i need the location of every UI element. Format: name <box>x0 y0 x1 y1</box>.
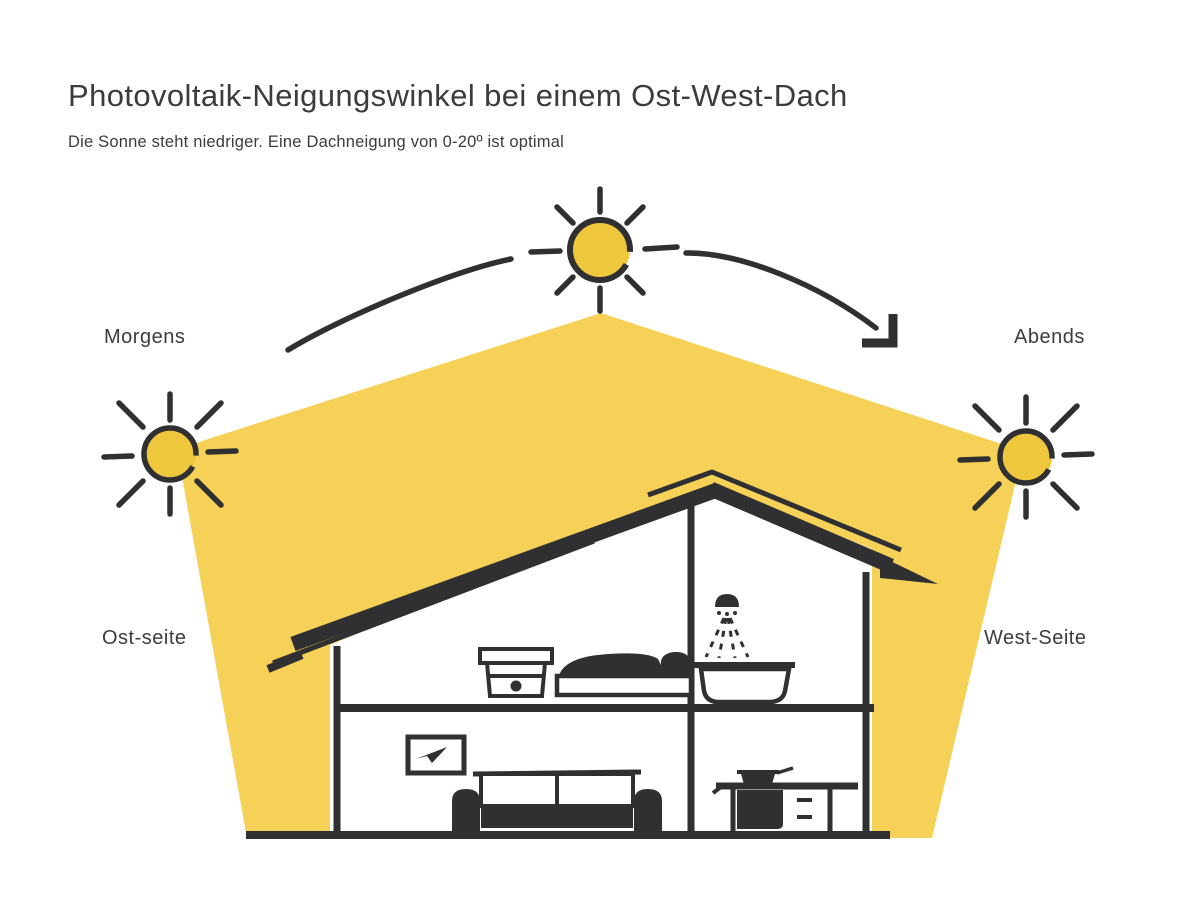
crate-lid <box>478 647 554 665</box>
sun-path-arrow-right <box>683 250 898 348</box>
picture-frame <box>405 734 467 776</box>
sun-rays <box>101 391 239 517</box>
kitchen <box>711 766 858 831</box>
shower-icon <box>715 594 739 607</box>
bed-mattress <box>554 673 694 698</box>
page-subtitle: Die Sonne steht niedriger. Eine Dachneig… <box>68 132 564 151</box>
label-ost-seite: Ost-seite <box>102 627 187 649</box>
sun-icon-evening <box>957 394 1095 520</box>
pot-icon <box>741 774 775 784</box>
crate <box>484 661 548 698</box>
sun-icon-morning <box>101 391 239 517</box>
bedroom <box>478 647 694 698</box>
page-title: Photovoltaik-Neigungswinkel bei einem Os… <box>68 77 848 113</box>
bed-duvet <box>559 652 691 676</box>
sun-rays <box>957 394 1095 520</box>
label-abends: Abends <box>1014 326 1085 348</box>
sofa-armrest-right <box>634 789 662 833</box>
bathroom <box>694 594 795 705</box>
label-west-seite: West-Seite <box>984 627 1087 649</box>
pot-handle <box>776 766 794 775</box>
drawer-handles <box>797 798 812 819</box>
sofa-seat <box>481 806 633 828</box>
picture-doodle <box>416 747 447 763</box>
house-cross-section <box>246 469 938 840</box>
living-room <box>405 734 662 833</box>
arrowhead-icon <box>862 314 898 348</box>
sun-rays <box>528 186 680 314</box>
sun-icon-noon <box>528 186 680 314</box>
sofa-armrest-left <box>452 789 480 833</box>
stove <box>737 790 783 829</box>
label-morgens: Morgens <box>104 326 186 348</box>
bathtub <box>698 666 792 705</box>
roof <box>266 469 938 673</box>
sun-path-arc-left <box>285 256 514 353</box>
